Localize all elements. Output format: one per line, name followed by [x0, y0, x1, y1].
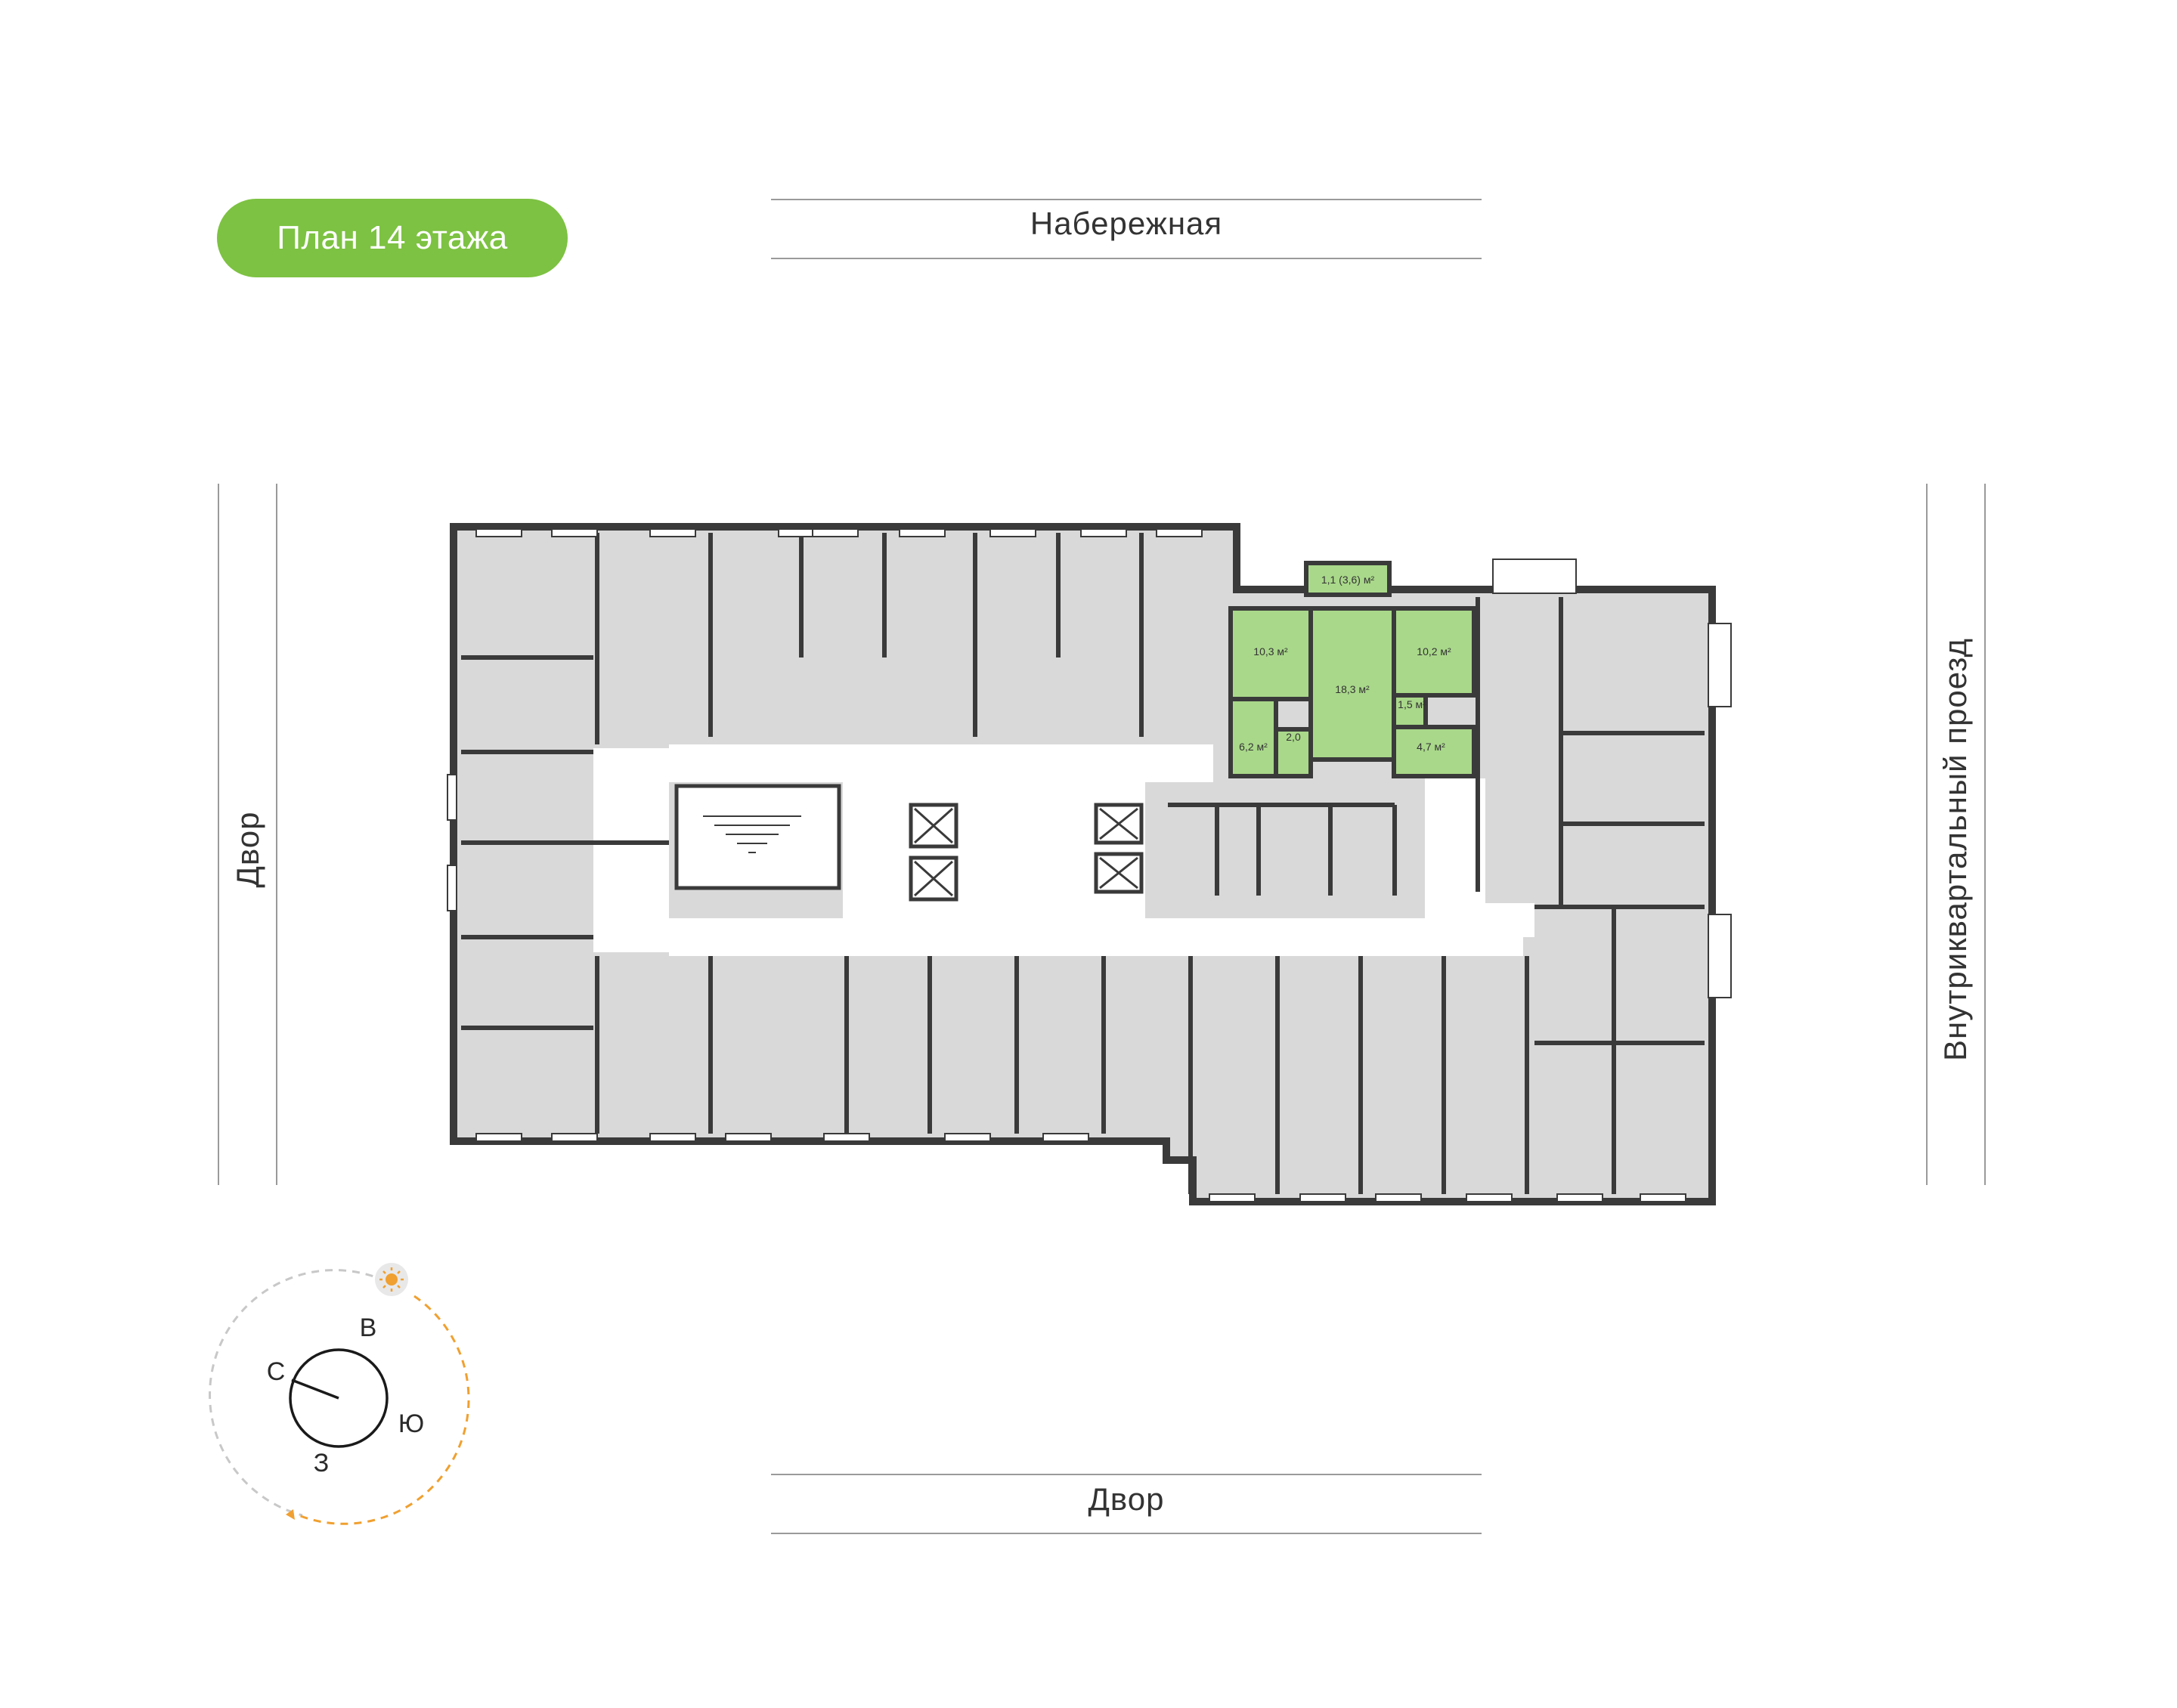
street-top-line-upper	[771, 199, 1482, 200]
apt-room-right	[1392, 606, 1476, 698]
corridor-west	[593, 748, 669, 952]
elevator-crosses	[913, 807, 1138, 897]
sun-path-orange	[298, 1295, 470, 1525]
compass-west: З	[314, 1449, 330, 1477]
street-left-line-inner	[276, 484, 277, 1185]
highlighted-apartment	[1228, 561, 1476, 778]
sun-path-gray	[209, 1269, 386, 1517]
room-label-balcony: 1,1 (3,6) м²	[1321, 574, 1375, 586]
room-label-bath: 4,7 м²	[1417, 741, 1445, 753]
room-label-room-right: 10,2 м²	[1417, 645, 1451, 658]
corridor-east	[1425, 778, 1485, 922]
corridor-north	[669, 744, 1213, 782]
room-label-wc: 2,0	[1286, 731, 1301, 743]
sun-path-arrow	[286, 1509, 295, 1520]
compass-ring	[289, 1348, 389, 1448]
corridor-south	[669, 918, 1523, 956]
room-label-room-left: 10,3 м²	[1253, 645, 1288, 658]
compass-north: С	[267, 1357, 286, 1386]
street-left-line-outer	[218, 484, 219, 1185]
room-label-living: 18,3 м²	[1335, 683, 1370, 695]
street-bottom-line-lower	[771, 1533, 1482, 1534]
apt-balcony	[1304, 561, 1392, 597]
street-label-top: Набережная	[1030, 206, 1223, 241]
street-top-line-lower	[771, 258, 1482, 259]
compass-needle	[291, 1378, 339, 1400]
interior-walls	[461, 533, 1705, 1194]
floor-badge: План 14 этажа	[217, 199, 568, 277]
compass: С В Ю З	[209, 1263, 470, 1525]
stair-steps	[703, 815, 801, 853]
room-label-bath-small: 1,5 м²	[1398, 698, 1426, 710]
stairwell	[674, 784, 841, 890]
apt-hall	[1228, 697, 1278, 778]
compass-east: В	[360, 1313, 377, 1342]
apt-wc	[1274, 727, 1313, 778]
windows	[447, 528, 1732, 1202]
street-right-line-outer	[1984, 484, 1986, 1185]
corridor-east-bend	[1482, 903, 1534, 937]
street-right-line-inner	[1926, 484, 1928, 1185]
apt-bath	[1392, 725, 1476, 778]
room-label-hall: 6,2 м²	[1239, 741, 1268, 753]
apartment-labels: 1,1 (3,6) м² 10,3 м² 18,3 м² 10,2 м² 1,5…	[1239, 574, 1451, 753]
street-label-bottom: Двор	[1088, 1481, 1165, 1517]
street-bottom-line-upper	[771, 1474, 1482, 1475]
compass-south: Ю	[398, 1409, 424, 1438]
